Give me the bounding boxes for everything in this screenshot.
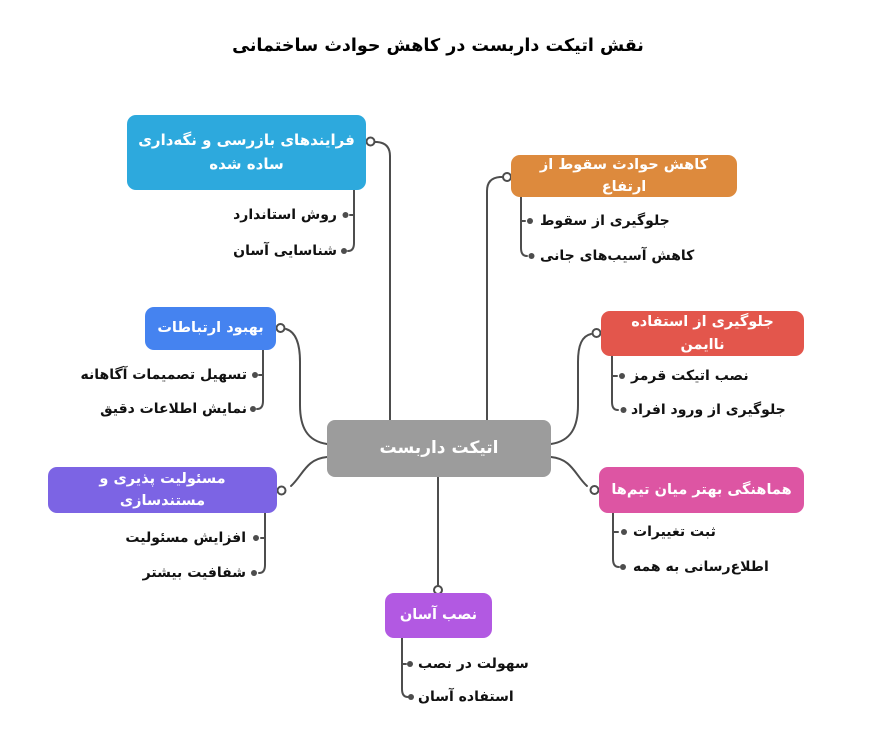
edge-installation [401,476,443,700]
branch-node-inspection: فرایندهای بازرسی و نگه‌داری ساده شده [127,115,366,190]
child-standard-method: روش استاندارد [233,207,337,223]
branch-node-communication: بهبود ارتباطات [145,307,276,350]
branch-node-accountability: مسئولیت پذیری و مستندسازی [48,467,277,513]
branch-node-unsafe-use: جلوگیری از استفاده ناایمن [601,311,804,356]
branch-node-easy-installation: نصب آسان [385,593,492,638]
child-easy-use: استفاده آسان [418,689,514,705]
edge-accountability [251,456,328,576]
child-change-logging: ثبت تغییرات [633,524,716,540]
child-easy-identification: شناسایی آسان [233,243,337,259]
central-node: اتیکت داربست [327,420,551,477]
child-ease-of-installation: سهولت در نصب [418,656,529,672]
branch-node-fall-accidents: کاهش حوادث سقوط از ارتفاع [511,155,737,197]
branch-node-team-coordination: هماهنگی بهتر میان تیم‌ها [599,467,804,513]
child-increased-responsibility: افزایش مسئولیت [125,530,246,546]
child-notify-everyone: اطلاع‌رسانی به همه [633,559,769,575]
edge-unsafe [550,328,627,445]
child-accurate-information: نمایش اطلاعات دقیق [100,401,247,417]
edge-inspection [341,136,391,421]
child-informed-decisions: تسهیل تصمیمات آگاهانه [80,367,247,383]
child-fall-prevention: جلوگیری از سقوط [540,213,670,229]
edge-coordination [550,456,627,570]
child-red-tag: نصب اتیکت قرمز [631,368,749,384]
diagram-title: نقش اتیکت داربست در کاهش حوادث ساختمانی [232,36,644,56]
edge-falls [486,172,535,421]
edge-communication [250,323,328,445]
child-entry-prevention: جلوگیری از ورود افراد [631,402,786,418]
child-injury-reduction: کاهش آسیب‌های جانی [540,248,695,264]
child-more-transparency: شفافیت بیشتر [142,565,246,581]
